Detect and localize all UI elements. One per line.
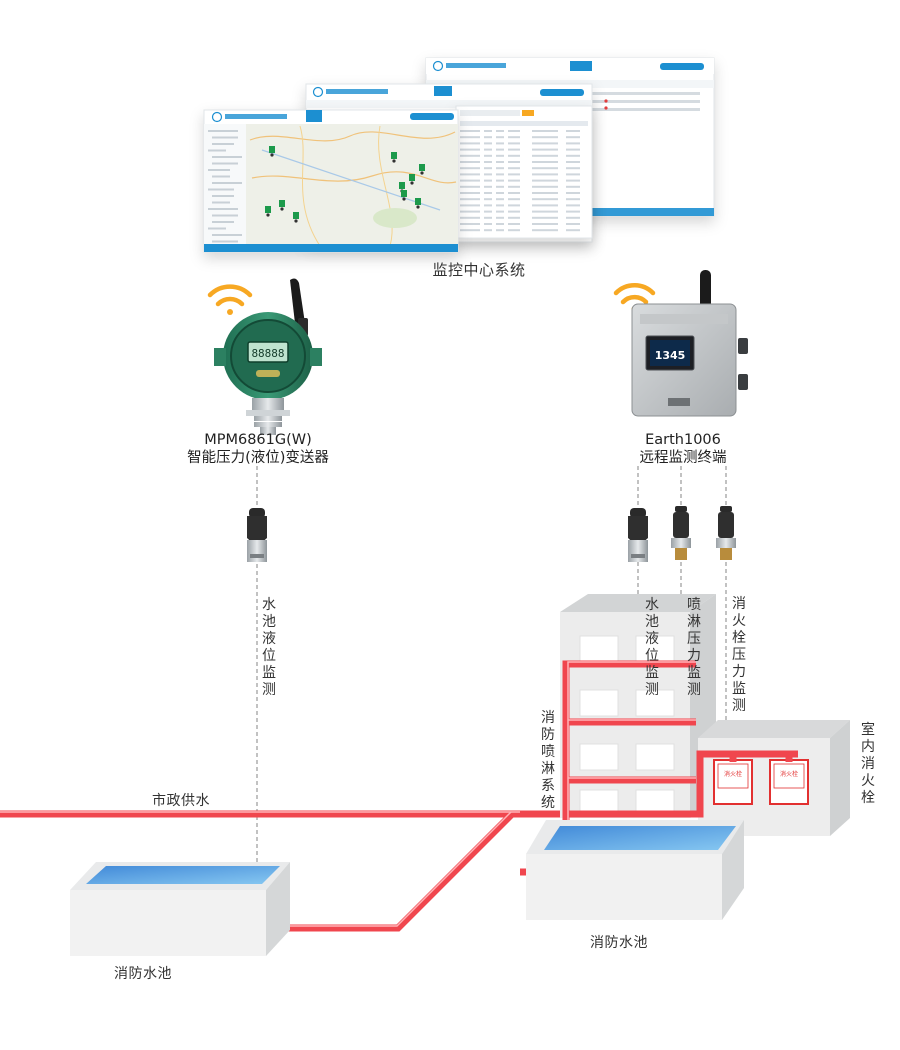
- fire-pool-left: [70, 862, 290, 956]
- screen-map: [203, 109, 459, 253]
- device-right-label: Earth1006 远程监测终端: [640, 431, 727, 467]
- terminal-screen-value: 1345: [655, 349, 686, 362]
- pool-level-left-label: 水池液位监测: [262, 597, 276, 698]
- indoor-hydrant-label: 室内消火栓: [861, 722, 875, 806]
- hydrant-box-2: 消火栓: [769, 759, 809, 805]
- pool-level-right-label: 水池液位监测: [645, 597, 659, 698]
- fire-pool-left-label: 消防水池: [114, 966, 172, 982]
- remote-terminal: 1345: [613, 270, 748, 417]
- building: [560, 594, 716, 818]
- device-left-label: MPM6861G(W) 智能压力(液位)变送器: [187, 431, 329, 467]
- pressure-sensor-hydrant: [716, 506, 736, 560]
- sprinkler-pressure-label: 喷淋压力监测: [687, 597, 701, 698]
- pressure-transmitter: 88888: [207, 278, 322, 435]
- monitoring-screens: [203, 57, 715, 253]
- sprinkler-system-label: 消防喷淋系统: [541, 710, 555, 811]
- level-sensor-left: [247, 508, 267, 562]
- monitoring-center-label: 监控中心系统: [432, 261, 526, 279]
- fire-pool-right: [526, 820, 744, 920]
- municipal-water-label: 市政供水: [152, 793, 210, 809]
- wifi-icon: [207, 284, 253, 315]
- fire-pool-right-label: 消防水池: [590, 935, 648, 951]
- hydrant-annex: 消火栓 消火栓: [698, 720, 850, 836]
- device-right-name: 远程监测终端: [639, 450, 727, 466]
- device-left-name: 智能压力(液位)变送器: [187, 450, 329, 466]
- screen-table: [455, 105, 593, 239]
- hydrant-box-label: 消火栓: [724, 770, 742, 778]
- pressure-sensor-sprinkler: [671, 506, 691, 560]
- device-right-model: Earth1006: [645, 432, 721, 448]
- hydrant-box-label: 消火栓: [780, 770, 798, 778]
- hydrant-pressure-label: 消火栓压力监测: [732, 596, 746, 714]
- svg-text:88888: 88888: [251, 347, 284, 360]
- hydrant-box-1: 消火栓: [713, 759, 753, 805]
- level-sensor-right: [628, 508, 648, 562]
- device-left-model: MPM6861G(W): [204, 432, 312, 448]
